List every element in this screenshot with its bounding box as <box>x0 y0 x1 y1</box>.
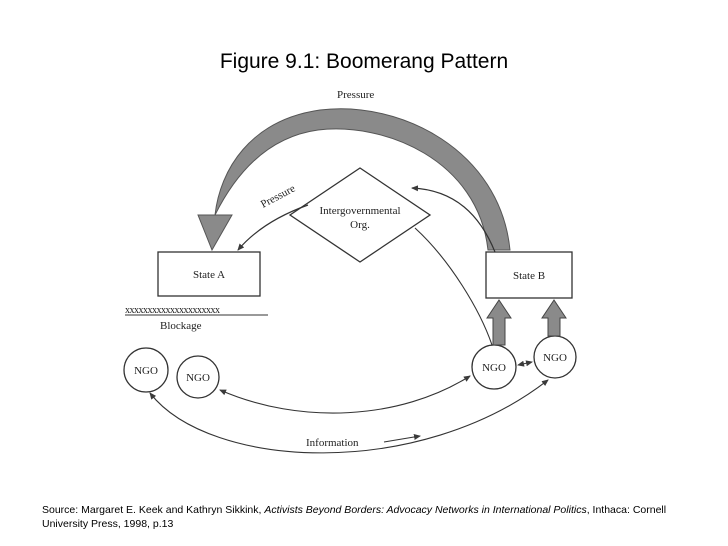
ngo-label-right-2: NGO <box>543 352 567 364</box>
igo-to-state-a-arrow <box>237 204 309 251</box>
ngo-label-left-1: NGO <box>134 365 158 377</box>
state-b-box <box>485 251 573 299</box>
igo-diamond <box>288 167 432 263</box>
ngo-label-right-1: NGO <box>482 362 506 374</box>
source-prefix: Source: Margaret E. Keek and Kathryn Sik… <box>42 504 265 516</box>
igo-label-line1: Intergovernmental <box>319 205 400 217</box>
ngo-link-lower-arc <box>149 379 549 454</box>
pressure-mid-label: Pressure <box>259 183 298 211</box>
source-suffix: , Inthaca: Cornell University Press, 199… <box>42 504 667 530</box>
ngo-to-state-b-arrow-2 <box>541 299 567 337</box>
ngo-label-left-2: NGO <box>186 372 210 384</box>
information-arrow <box>383 434 421 443</box>
state-b-to-igo-arrow <box>411 185 496 253</box>
source-citation: Source: Margaret E. Keek and Kathryn Sik… <box>42 503 702 531</box>
pressure-top-label: Pressure <box>337 89 374 101</box>
state-a-label: State A <box>193 269 225 281</box>
pressure-arch-arrow <box>197 108 511 252</box>
state-b-label: State B <box>513 270 545 282</box>
blockage-label: Blockage <box>160 320 202 332</box>
state-a-box <box>157 251 261 297</box>
igo-to-ngo-line <box>414 227 493 346</box>
source-book-title: Activists Beyond Borders: Advocacy Netwo… <box>264 504 587 516</box>
figure-title: Figure 9.1: Boomerang Pattern <box>219 50 509 73</box>
ngo-right-link <box>517 360 533 367</box>
information-label: Information <box>306 437 359 449</box>
ngo-link-upper-arc <box>219 375 471 414</box>
blockage-marks: xxxxxxxxxxxxxxxxxxxxx <box>125 305 220 316</box>
igo-label-line2: Org. <box>350 219 370 231</box>
ngo-to-state-b-arrow-1 <box>486 299 512 346</box>
